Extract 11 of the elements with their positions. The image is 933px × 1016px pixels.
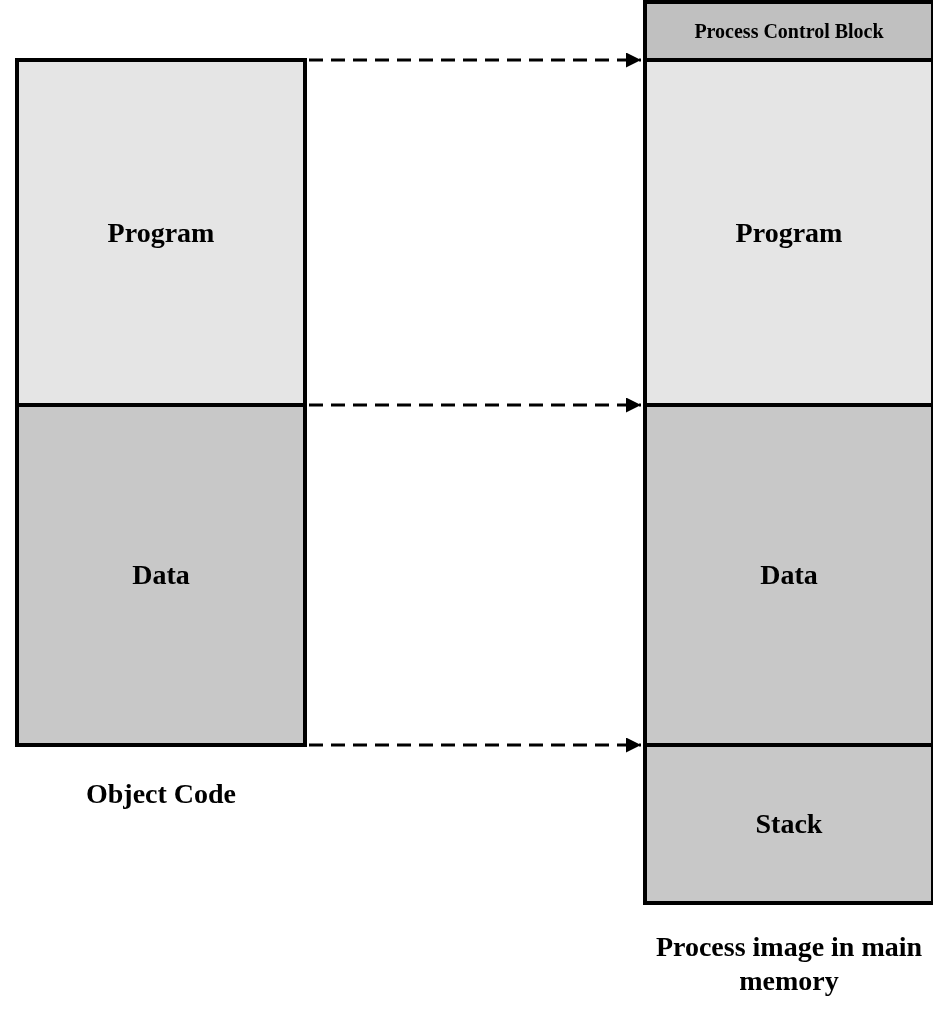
dashed-arrow	[309, 397, 641, 413]
block-label: Stack	[755, 808, 823, 840]
block-label: Program	[735, 216, 843, 249]
block-label: Data	[760, 559, 818, 591]
caption-text: Process image in main memory	[654, 930, 924, 998]
caption-text: Object Code	[84, 777, 238, 811]
dashed-arrow	[309, 52, 641, 68]
dashed-arrow	[309, 737, 641, 753]
block-label: Data	[132, 559, 190, 591]
block-label: Process Control Block	[694, 19, 884, 43]
block-label: Program	[107, 216, 215, 249]
